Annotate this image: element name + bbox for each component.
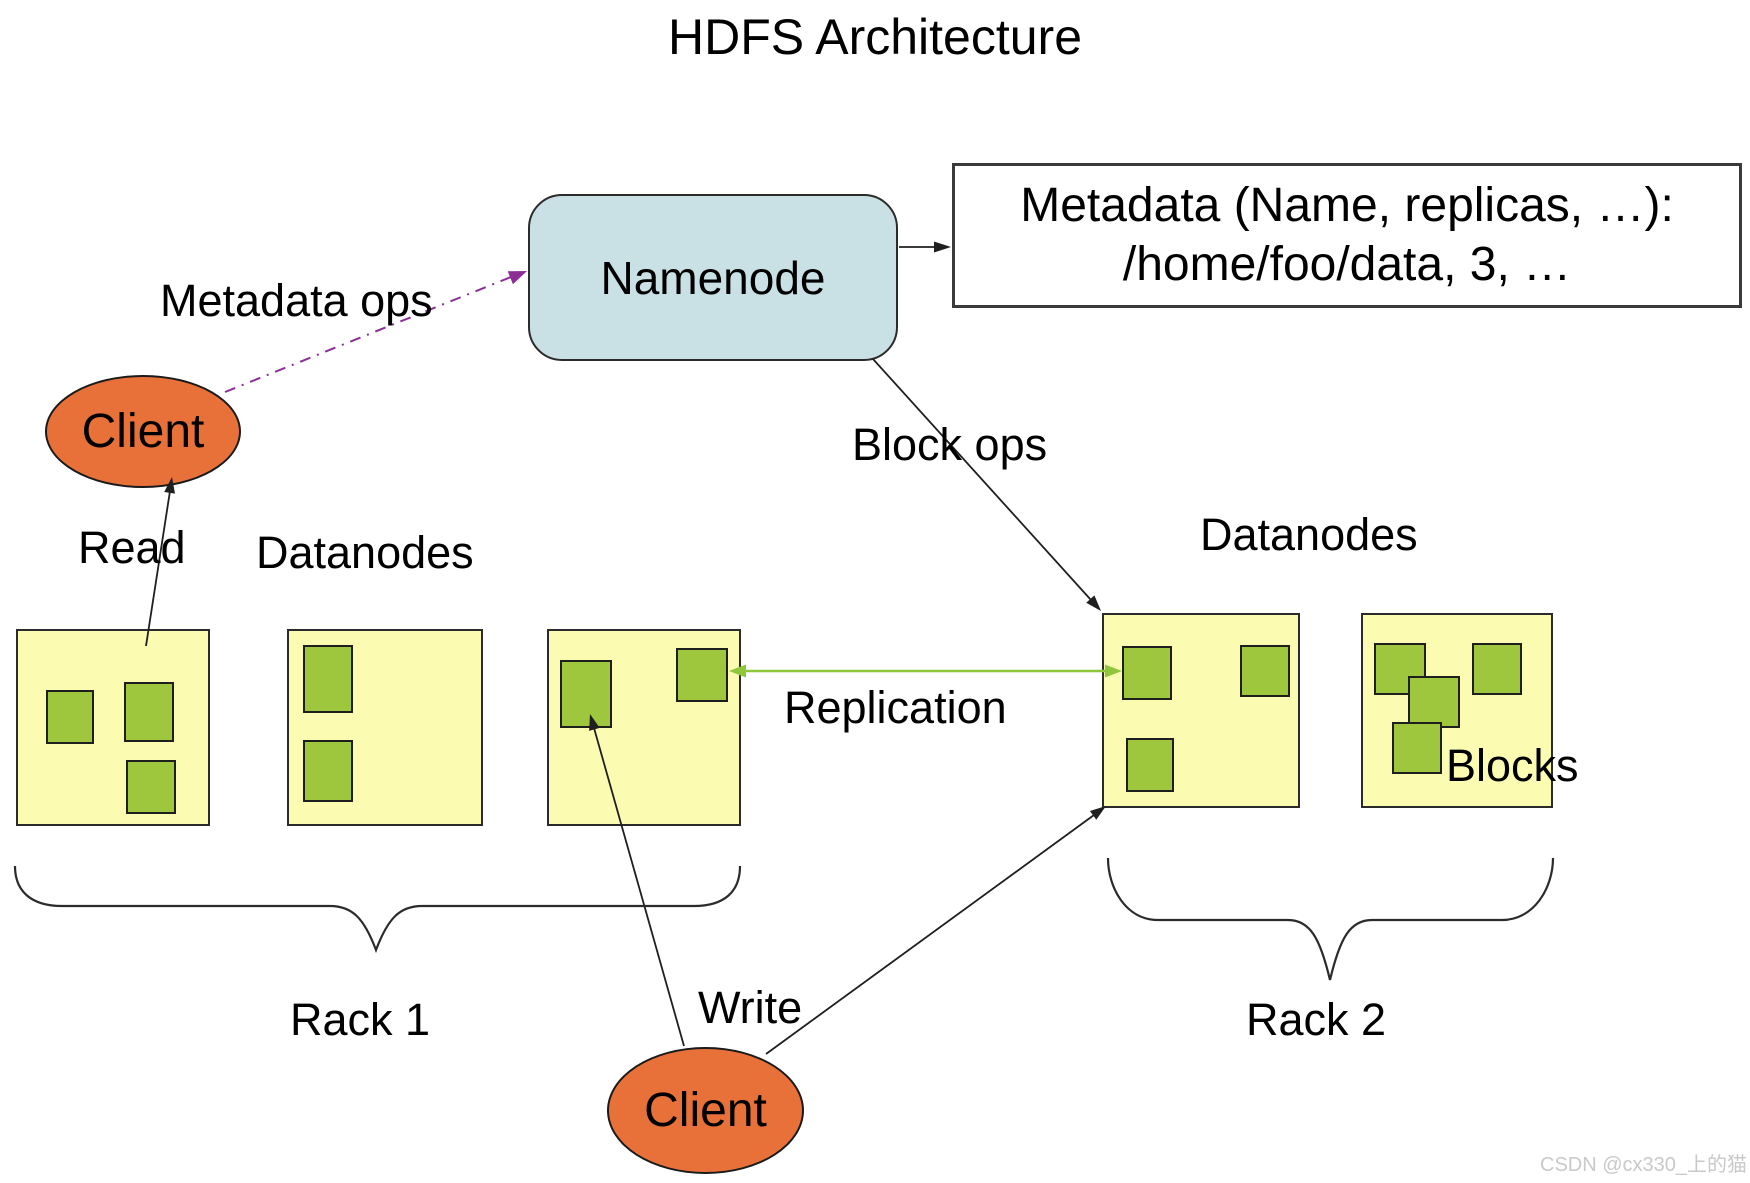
hdfs-block [1122, 646, 1172, 700]
datanodes-right-label: Datanodes [1200, 509, 1418, 560]
namenode-to-metadata-arrow [899, 241, 951, 253]
hdfs-block [303, 740, 353, 802]
rack1-label: Rack 1 [290, 994, 431, 1045]
csdn-watermark: CSDN @cx330_上的猫 [1540, 1154, 1748, 1176]
client-top-label: Client [81, 405, 205, 458]
namenode-label: Namenode [600, 251, 826, 304]
metadata-line2: /home/foo/data, 3, … [1122, 237, 1572, 291]
hdfs-block [46, 690, 94, 744]
metadata-ops-label: Metadata ops [160, 275, 433, 326]
replication-arrow [729, 664, 1122, 678]
metadata-line1: Metadata (Name, replicas, …): [1020, 178, 1674, 232]
diagram-title: HDFS Architecture [667, 9, 1082, 65]
datanodes-left-label: Datanodes [256, 527, 474, 578]
read-label: Read [78, 522, 186, 573]
hdfs-block [1392, 722, 1442, 774]
hdfs-block [1126, 738, 1174, 792]
rack2-label: Rack 2 [1246, 994, 1387, 1045]
hdfs-block [676, 648, 728, 702]
hdfs-block [1408, 676, 1460, 728]
block-ops-arrow [872, 358, 1101, 611]
hdfs-block [124, 682, 174, 742]
write-arrow-rack1 [589, 714, 685, 1047]
client-ellipse-top: Client [45, 375, 241, 488]
hdfs-block [1240, 645, 1290, 697]
read-arrow [145, 477, 175, 647]
hdfs-block [1472, 643, 1522, 695]
hdfs-block [560, 660, 612, 728]
write-label: Write [698, 982, 803, 1033]
metadata-box: Metadata (Name, replicas, …): /home/foo/… [952, 163, 1742, 308]
hdfs-block [303, 645, 353, 713]
rack2-brace [1106, 857, 1555, 981]
hdfs-block [126, 760, 176, 814]
write-arrow-rack2 [765, 806, 1106, 1055]
blocks-label: Blocks [1446, 740, 1579, 791]
client-bottom-label: Client [644, 1084, 767, 1137]
replication-label: Replication [784, 682, 1007, 733]
rack1-brace [13, 865, 742, 954]
client-ellipse-bottom: Client [607, 1047, 804, 1174]
metadata-ops-arrow [224, 271, 527, 393]
namenode-box: Namenode [528, 194, 898, 361]
block-ops-label: Block ops [852, 419, 1048, 470]
